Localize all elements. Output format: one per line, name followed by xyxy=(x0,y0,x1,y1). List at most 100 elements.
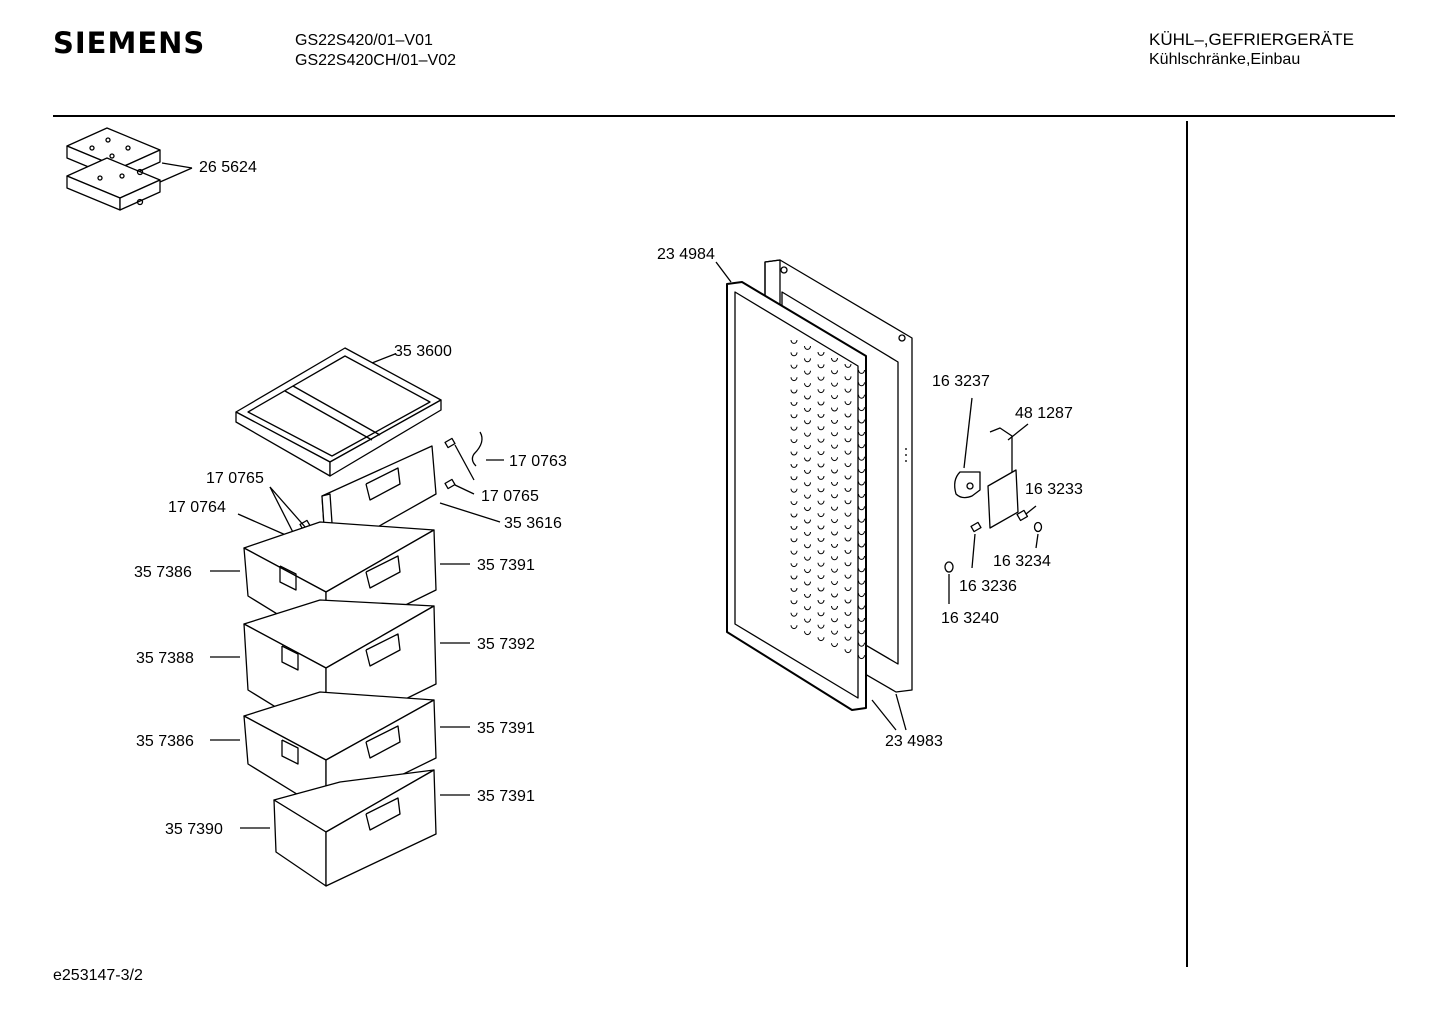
label-bolt-left: 17 0764 xyxy=(168,499,226,516)
liner-dimple xyxy=(831,407,838,412)
liner-dimple xyxy=(790,476,798,481)
liner-dimple xyxy=(831,370,838,375)
shelf-illustration xyxy=(235,347,442,477)
liner-dimple xyxy=(844,512,852,517)
liner-dimple xyxy=(831,581,838,586)
liner-dimple xyxy=(804,531,811,536)
liner-dimple xyxy=(790,339,798,344)
liner-dimple xyxy=(817,587,825,592)
liner-dimple xyxy=(817,438,825,443)
liner-dimple xyxy=(858,444,865,449)
liner-dimple xyxy=(844,599,852,604)
liner-dimple xyxy=(790,563,798,568)
label-drawer-1-frame: 35 7386 xyxy=(134,564,192,581)
liner-dimple xyxy=(790,488,798,493)
liner-dimple xyxy=(858,531,865,536)
liner-dimple xyxy=(804,358,811,363)
liner-dimple xyxy=(831,531,838,536)
liner-dimple xyxy=(844,624,852,629)
liner-dimple xyxy=(804,432,811,437)
door-gasket-illustration xyxy=(726,281,867,711)
category-title: KÜHL–,GEFRIERGERÄTE xyxy=(1149,30,1354,49)
liner-dimple xyxy=(790,538,798,543)
liner-dimple xyxy=(817,612,825,617)
liner-dimple xyxy=(844,525,852,530)
liner-dimple xyxy=(817,562,825,567)
liner-dimple xyxy=(858,469,865,474)
liner-dimple xyxy=(790,451,798,456)
liner-dimple xyxy=(858,518,865,523)
model-number-2: GS22S420CH/01–V02 xyxy=(295,52,456,69)
hinge-assembly-illustration xyxy=(944,427,1043,573)
liner-dimple xyxy=(844,487,852,492)
label-door-gasket-inner: 23 4984 xyxy=(657,246,715,263)
liner-dimple xyxy=(831,605,838,610)
label-nut-left: 17 0765 xyxy=(206,470,264,487)
liner-dimple xyxy=(844,463,852,468)
liner-dimple xyxy=(817,550,825,555)
liner-dimple xyxy=(817,500,825,505)
liner-dimple xyxy=(858,543,865,548)
liner-dimple xyxy=(817,575,825,580)
liner-dimple xyxy=(790,377,798,382)
liner-dimple xyxy=(844,649,852,654)
liner-dimple xyxy=(804,469,811,474)
liner-dimple xyxy=(858,493,865,498)
liner-dimple xyxy=(790,600,798,605)
label-hinge-nut: 16 3236 xyxy=(959,578,1017,595)
liner-dimple xyxy=(844,500,852,505)
liner-dimple xyxy=(831,432,838,437)
liner-dimple xyxy=(804,556,811,561)
liner-dimple xyxy=(804,544,811,549)
label-bolt-right: 17 0763 xyxy=(509,453,567,470)
liner-dimple xyxy=(844,376,852,381)
category-subtitle: Kühlschränke,Einbau xyxy=(1149,51,1301,68)
liner-dimple xyxy=(858,642,865,647)
liner-dimple xyxy=(817,364,825,369)
label-drawer-1-front: 35 7391 xyxy=(477,557,535,574)
label-hinge-cap: 16 3240 xyxy=(941,610,999,627)
liner-dimple xyxy=(831,543,838,548)
label-drawer-4-front: 35 7391 xyxy=(477,788,535,805)
document-id: e253147-3/2 xyxy=(53,967,143,984)
liner-dimple xyxy=(831,494,838,499)
liner-dimple xyxy=(858,605,865,610)
liner-dimple xyxy=(831,630,838,635)
label-hinge-cover: 16 3237 xyxy=(932,373,990,390)
label-drawer-2-front: 35 7392 xyxy=(477,636,535,653)
liner-dimple xyxy=(790,463,798,468)
liner-dimple xyxy=(817,451,825,456)
liner-dimple xyxy=(844,562,852,567)
liner-dimple xyxy=(817,599,825,604)
liner-dimple xyxy=(831,419,838,424)
liner-dimple xyxy=(858,369,865,374)
liner-dimple xyxy=(804,581,811,586)
label-shelf: 35 3600 xyxy=(394,343,452,360)
liner-dimple xyxy=(817,525,825,530)
liner-dimple xyxy=(858,431,865,436)
liner-dimple xyxy=(858,506,865,511)
liner-dimple xyxy=(804,494,811,499)
liner-dimple xyxy=(817,376,825,381)
liner-dimple xyxy=(804,457,811,462)
liner-dimple xyxy=(790,389,798,394)
liner-dimple xyxy=(844,401,852,406)
label-hinge-washer: 16 3234 xyxy=(993,553,1051,570)
liner-dimple xyxy=(858,407,865,412)
header-divider xyxy=(53,115,1395,117)
liner-dimple xyxy=(858,456,865,461)
model-number-1: GS22S420/01–V01 xyxy=(295,32,433,49)
liner-dimple xyxy=(858,394,865,399)
liner-dimple xyxy=(844,413,852,418)
liner-dimple xyxy=(790,625,798,630)
liner-dimple xyxy=(804,395,811,400)
liner-dimple xyxy=(790,439,798,444)
liner-dimple xyxy=(817,413,825,418)
label-drawer-3-front: 35 7391 xyxy=(477,720,535,737)
liner-dimple xyxy=(804,631,811,636)
liner-dimple xyxy=(844,425,852,430)
liner-dimple xyxy=(831,481,838,486)
liner-dimple xyxy=(858,555,865,560)
liner-dimple xyxy=(790,426,798,431)
